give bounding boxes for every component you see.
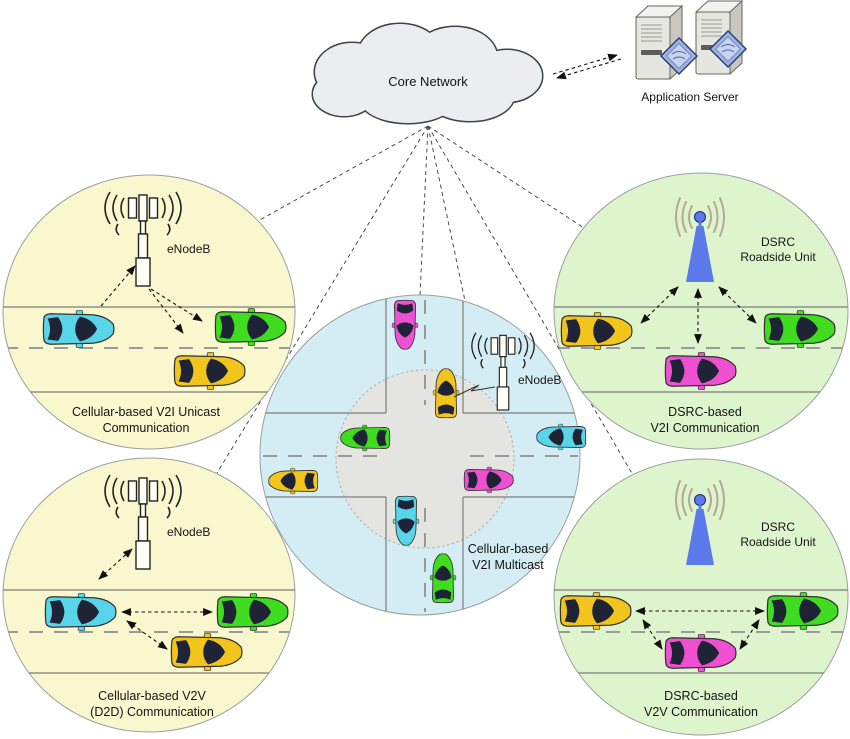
caption-line1: DSRC-based [668,405,742,419]
core-network-links [216,125,634,476]
road-v2v-d2d [3,589,295,674]
caption-line1: Cellular-based V2I Unicast [72,405,221,419]
cloud-server-arrows [552,53,622,80]
road-dsrc-v2i [554,306,848,393]
rsu-arrow-green [718,286,757,324]
downlink-arrow-yellow [148,288,184,334]
panel-v2i-unicast: eNodeB Cellular-based V2I Unicast Commun… [2,174,296,450]
link-to-dsrc-v2i [427,125,585,229]
rsu-label-line2: Roadside Unit [740,250,816,264]
rsu-arrow-yellow [640,286,679,324]
d2d-arrow-cyan-yellow [126,620,168,650]
link-to-v2i-unicast [257,125,429,222]
arrow-to-server [552,53,618,75]
caption-line2: V2V Communication [644,705,758,719]
uplink-arrow [100,265,136,307]
caption-line2: V2I Multicast [472,558,544,572]
dsrc-v2i-arrows [640,286,757,344]
rsu-label-line1: DSRC [761,235,795,249]
rsu-label-line2: Roadside Unit [740,535,816,549]
cloud-body [313,24,542,123]
enodeb-control-arrow [98,548,133,580]
panel-dsrc-v2v-circle [553,458,849,736]
car-enodeb-callout-line [453,384,496,398]
rsu-label-line1: DSRC [761,520,795,534]
caption-line1: Cellular-based [468,542,549,556]
caption-line1: DSRC-based [664,689,738,703]
panel-v2v-d2d: eNodeB Cellular-based V2V (D2D) Communic… [2,457,296,733]
enodeb-label: eNodeB [518,373,561,387]
arrow-to-cloud [556,58,622,80]
v2v-arrow-yellow-magenta [642,619,663,650]
panel-multicast: eNodeB Cellular-based V2I Multicast [259,294,587,616]
v2v-d2d-arrows [98,548,213,650]
v2v-arrow-magenta-green [739,619,760,650]
caption-line2: Communication [103,421,190,435]
multicast-zone-circle [335,369,515,549]
enodeb-label: eNodeB [167,525,210,539]
application-server-label: Application Server [641,90,738,104]
caption-line1: Cellular-based V2V [98,689,206,703]
v2i-unicast-arrows [100,265,203,334]
multicast-roads [260,295,580,615]
panel-dsrc-v2i: DSRC Roadside Unit DSRC-based V2I Commun… [553,172,849,450]
link-to-multicast-left [419,125,429,296]
core-network-cloud: Core Network [311,22,544,125]
road-v2i-unicast [3,306,295,393]
application-server-icon: Application Server [635,0,747,104]
link-to-v2v-d2d [216,125,429,474]
core-network-label: Core Network [388,74,468,89]
caption-line2: V2I Communication [650,421,759,435]
caption-line2: (D2D) Communication [90,705,214,719]
road-dsrc-v2v [554,589,848,674]
enodeb-label: eNodeB [167,242,210,256]
dsrc-v2v-arrows [635,607,765,650]
panel-dsrc-v2v: DSRC Roadside Unit DSRC-based V2V Commun… [553,458,849,736]
